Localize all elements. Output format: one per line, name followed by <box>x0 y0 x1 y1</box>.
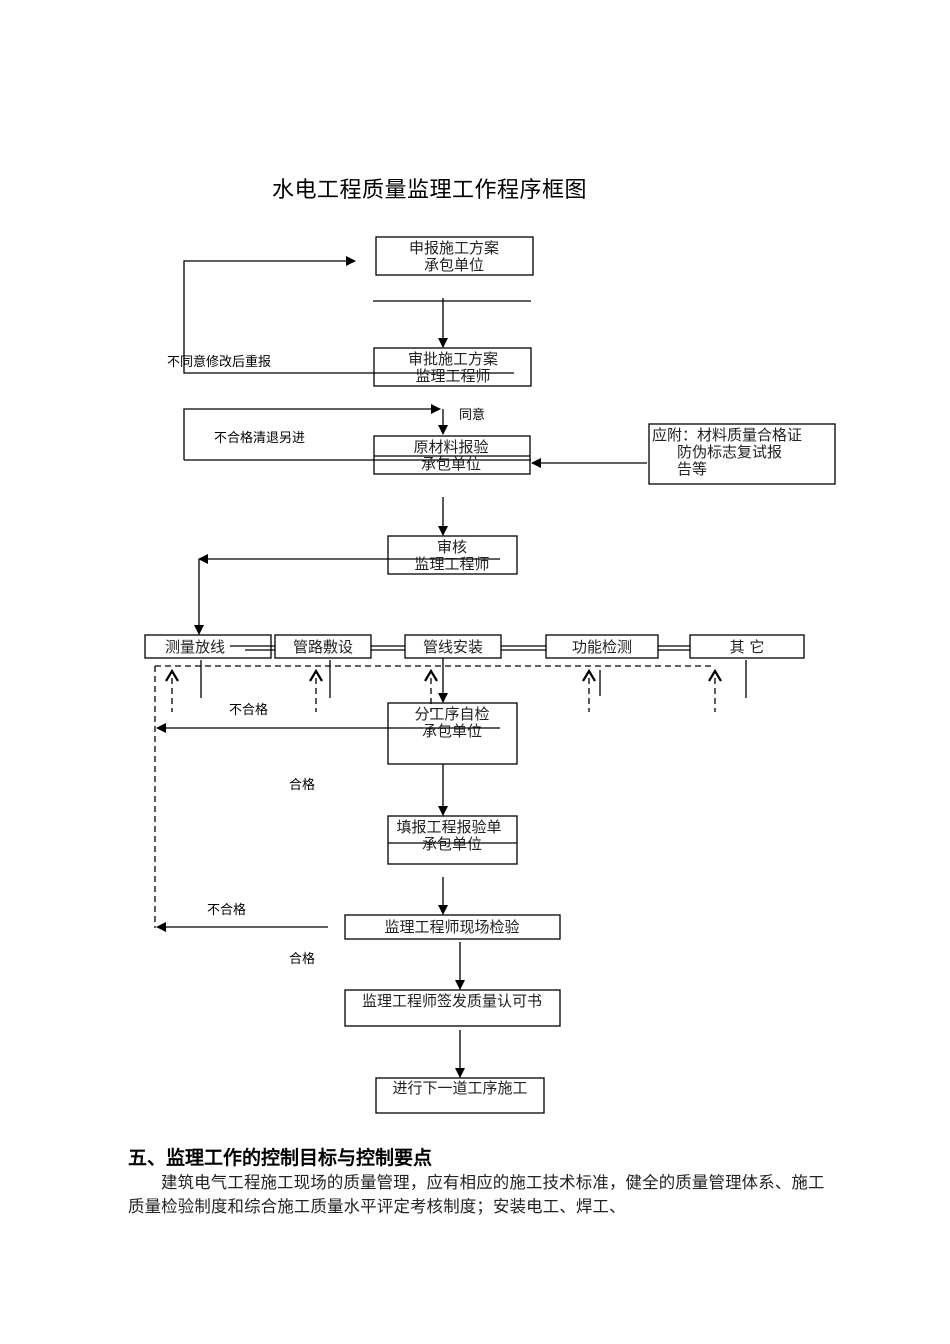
box-material-report <box>373 435 531 475</box>
site-inspection-text: 监理工程师现场检验 <box>384 918 519 936</box>
label-fail-2: 不合格 <box>207 902 246 918</box>
attachment-line1: 应附：材料质量合格证 <box>652 426 802 444</box>
box-self-check <box>387 702 518 765</box>
approve-plan-line1: 审批施工方案 <box>408 350 498 368</box>
dashed-arrowheads <box>165 668 722 682</box>
certificate-text: 监理工程师签发质量认可书 <box>362 992 542 1010</box>
next-process-text: 进行下一道工序施工 <box>392 1079 527 1097</box>
stage-label-1: 测量放线 <box>165 638 225 656</box>
stage-label-5: 其 它 <box>730 638 765 656</box>
feedback-disagree-line <box>183 256 514 374</box>
box-fill-report <box>387 815 518 865</box>
feedback-agree-line <box>183 404 441 460</box>
label-fail-1: 不合格 <box>229 702 268 718</box>
submit-plan-line1: 申报施工方案 <box>409 239 499 257</box>
attachment-line3: 告等 <box>677 460 707 478</box>
box-site-inspection <box>344 914 561 940</box>
review-line1: 审核 <box>437 538 467 556</box>
stage-label-4: 功能检测 <box>572 638 632 656</box>
box-submit-plan <box>375 236 534 276</box>
box-approve-plan <box>373 347 532 387</box>
stage-connectors <box>230 645 690 651</box>
label-agree: 同意 <box>459 407 485 423</box>
material-report-line2: 承包单位 <box>421 455 481 473</box>
dashed-feedback <box>154 665 716 928</box>
label-disagree-resubmit: 不同意修改后重报 <box>167 354 271 370</box>
box-next-process <box>375 1077 545 1114</box>
fill-report-line1: 填报工程报验单 <box>396 818 501 836</box>
section-heading: 五、监理工作的控制目标与控制要点 <box>128 1147 433 1169</box>
box-attachment <box>648 423 836 485</box>
stage-label-3: 管线安装 <box>423 638 483 656</box>
label-pass-1: 合格 <box>289 777 315 793</box>
approve-plan-line2: 监理工程师 <box>415 367 490 385</box>
label-pass-2: 合格 <box>289 951 315 967</box>
self-check-line1: 分工序自检 <box>414 705 489 723</box>
fill-report-line2: 承包单位 <box>422 835 482 853</box>
label-reject-replace: 不合格清退另进 <box>214 430 305 446</box>
attachment-line2: 防伪标志复试报 <box>677 443 782 461</box>
flowchart-title: 水电工程质量监理工作程序框图 <box>272 178 588 203</box>
self-check-line2: 承包单位 <box>422 722 482 740</box>
stage-label-2: 管路敷设 <box>293 638 353 656</box>
box-certificate <box>344 989 561 1027</box>
section-paragraph: 建筑电气工程施工现场的质量管理，应有相应的施工技术标准，健全的质量管理体系、施工… <box>128 1173 825 1216</box>
submit-plan-line2: 承包单位 <box>424 256 484 274</box>
material-report-line1: 原材料报验 <box>413 438 488 456</box>
stage-ticks <box>200 660 747 698</box>
box-review <box>387 535 518 575</box>
review-line2: 监理工程师 <box>414 555 489 573</box>
